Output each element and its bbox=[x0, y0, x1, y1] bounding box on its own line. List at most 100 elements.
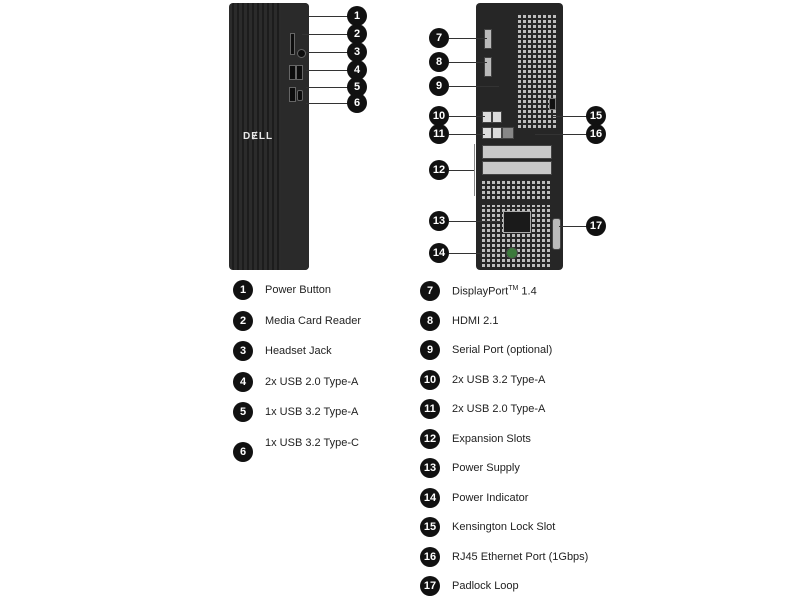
callout-12: 12 bbox=[429, 160, 449, 180]
legend-label: 2x USB 2.0 Type-A bbox=[265, 376, 359, 388]
legend-item: 17 Padlock Loop bbox=[420, 576, 519, 596]
callout-line bbox=[302, 34, 349, 35]
legend-number: 17 bbox=[420, 576, 440, 596]
legend-label: Media Card Reader bbox=[265, 315, 361, 327]
legend-label: DisplayPortTM 1.4 bbox=[452, 284, 537, 298]
usb-a-port bbox=[482, 127, 492, 139]
callout-1: 1 bbox=[347, 6, 367, 26]
callout-9: 9 bbox=[429, 76, 449, 96]
legend-number: 10 bbox=[420, 370, 440, 390]
callout-line bbox=[309, 16, 349, 17]
vent-grill bbox=[518, 13, 558, 128]
card-reader-slot bbox=[290, 33, 295, 55]
legend-number: 6 bbox=[233, 442, 253, 462]
callout-line bbox=[306, 103, 349, 104]
legend-label: Expansion Slots bbox=[452, 433, 531, 445]
legend-number: 4 bbox=[233, 372, 253, 392]
legend-number: 13 bbox=[420, 458, 440, 478]
legend-item: 7 DisplayPortTM 1.4 bbox=[420, 281, 537, 301]
legend-label: Headset Jack bbox=[265, 345, 332, 357]
legend-label: Serial Port (optional) bbox=[452, 344, 553, 356]
power-socket bbox=[503, 211, 531, 233]
legend-label: Power Indicator bbox=[452, 492, 529, 504]
callout-line bbox=[553, 116, 588, 117]
legend-label: 1x USB 3.2 Type-C bbox=[265, 437, 359, 449]
callout-line bbox=[449, 62, 487, 63]
legend-number: 3 bbox=[233, 341, 253, 361]
callout-4: 4 bbox=[347, 60, 367, 80]
legend-label: 1x USB 3.2 Type-A bbox=[265, 406, 359, 418]
back-view-tower bbox=[476, 3, 563, 270]
legend-number: 14 bbox=[420, 488, 440, 508]
legend-item: 6 1x USB 3.2 Type-C bbox=[233, 437, 359, 462]
legend-item: 10 2x USB 3.2 Type-A bbox=[420, 370, 545, 390]
usb-a-port bbox=[492, 111, 502, 123]
legend-number: 12 bbox=[420, 429, 440, 449]
callout-10: 10 bbox=[429, 106, 449, 126]
callout-line bbox=[449, 221, 501, 222]
callout-3: 3 bbox=[347, 42, 367, 62]
callout-16: 16 bbox=[586, 124, 606, 144]
rj45-port bbox=[502, 127, 514, 139]
dell-logo: DɆLL bbox=[243, 131, 274, 142]
legend-item: 2 Media Card Reader bbox=[233, 311, 361, 331]
callout-line bbox=[306, 52, 349, 53]
legend-label: RJ45 Ethernet Port (1Gbps) bbox=[452, 551, 589, 563]
usb-c-port bbox=[297, 90, 303, 101]
legend-item: 5 1x USB 3.2 Type-A bbox=[233, 402, 358, 422]
legend-label: Power Supply bbox=[452, 462, 520, 474]
callout-line bbox=[449, 38, 487, 39]
callout-line bbox=[535, 134, 588, 135]
power-indicator-icon bbox=[506, 247, 518, 259]
expansion-slot bbox=[482, 161, 552, 175]
legend-label: HDMI 2.1 bbox=[452, 315, 499, 327]
legend-number: 15 bbox=[420, 517, 440, 537]
legend-item: 12 Expansion Slots bbox=[420, 429, 531, 449]
legend-number: 8 bbox=[420, 311, 440, 331]
callout-line bbox=[306, 70, 349, 71]
vent-grill bbox=[482, 181, 552, 199]
legend-label: Kensington Lock Slot bbox=[452, 521, 556, 533]
usb-a-port bbox=[289, 65, 296, 80]
headset-jack-icon bbox=[297, 49, 306, 58]
callout-8: 8 bbox=[429, 52, 449, 72]
padlock-loop-icon bbox=[552, 218, 561, 250]
usb-a-port bbox=[492, 127, 502, 139]
hdmi-port bbox=[484, 57, 492, 77]
legend-item: 11 2x USB 2.0 Type-A bbox=[420, 399, 545, 419]
usb-a-port bbox=[296, 65, 303, 80]
legend-number: 9 bbox=[420, 340, 440, 360]
kensington-slot-icon bbox=[549, 98, 556, 110]
callout-6: 6 bbox=[347, 93, 367, 113]
callout-14: 14 bbox=[429, 243, 449, 263]
front-view-tower: DɆLL bbox=[229, 3, 309, 270]
legend-label: Padlock Loop bbox=[452, 580, 519, 592]
callout-11: 11 bbox=[429, 124, 449, 144]
legend-label: Power Button bbox=[265, 284, 332, 296]
callout-15: 15 bbox=[586, 106, 606, 126]
usb-a-port bbox=[482, 111, 492, 123]
callout-13: 13 bbox=[429, 211, 449, 231]
displayport-port bbox=[484, 29, 492, 49]
legend-item: 16 RJ45 Ethernet Port (1Gbps) bbox=[420, 547, 588, 567]
usb-a-port bbox=[289, 87, 296, 102]
legend-item: 15 Kensington Lock Slot bbox=[420, 517, 555, 537]
callout-line bbox=[449, 116, 485, 117]
callout-line bbox=[449, 170, 474, 171]
callout-bracket bbox=[474, 144, 475, 196]
legend-item: 13 Power Supply bbox=[420, 458, 520, 478]
legend-number: 16 bbox=[420, 547, 440, 567]
legend-number: 2 bbox=[233, 311, 253, 331]
front-io-panel bbox=[281, 3, 309, 270]
legend-label: 2x USB 2.0 Type-A bbox=[452, 403, 546, 415]
callout-7: 7 bbox=[429, 28, 449, 48]
legend-item: 4 2x USB 2.0 Type-A bbox=[233, 372, 358, 392]
callout-line bbox=[449, 253, 505, 254]
legend-number: 11 bbox=[420, 399, 440, 419]
legend-number: 5 bbox=[233, 402, 253, 422]
legend-number: 1 bbox=[233, 280, 253, 300]
callout-17: 17 bbox=[586, 216, 606, 236]
legend-item: 1 Power Button bbox=[233, 280, 331, 300]
callout-line bbox=[306, 87, 349, 88]
expansion-slot bbox=[482, 145, 552, 159]
